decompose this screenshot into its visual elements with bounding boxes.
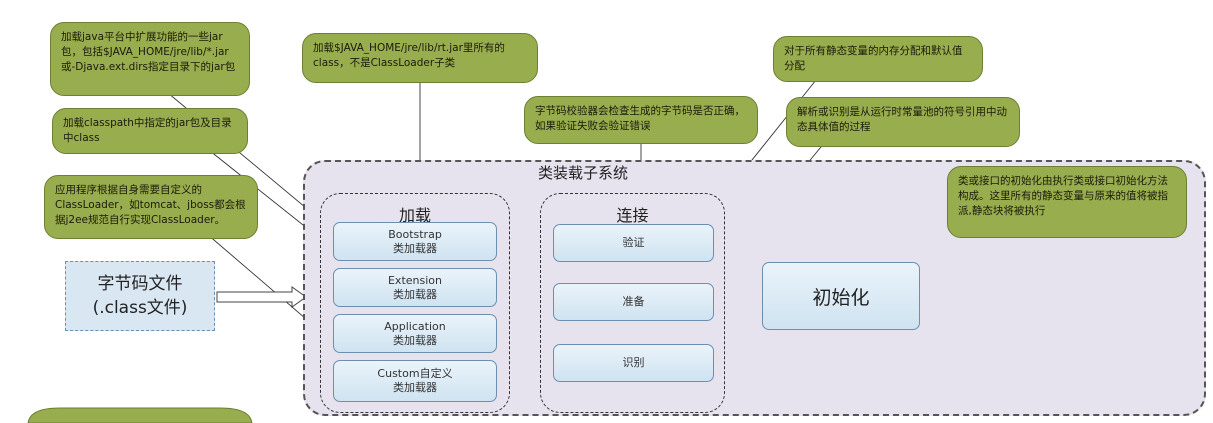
extension-loader-name: Extension	[387, 273, 442, 287]
bytecode-file-box: 字节码文件 (.class文件)	[65, 261, 215, 331]
initialization-label: 初始化	[812, 286, 870, 309]
note-bootstrap: 加载$JAVA_HOME/jre/lib/rt.jar里所有的class，不是C…	[302, 33, 538, 83]
note-prepare: 对于所有静态变量的内存分配和默认值分配	[773, 36, 983, 82]
note-application: 加载classpath中指定的jar包及目录中class	[52, 108, 248, 154]
bootstrap-loader: Bootstrap 类加载器	[333, 222, 497, 261]
application-loader-sub: 类加载器	[393, 333, 437, 347]
custom-loader: Custom自定义 类加载器	[333, 360, 497, 402]
application-loader-name: Application	[384, 319, 446, 333]
note-resolve: 解析或识别是从运行时常量池的符号引用中动态具体值的过程	[786, 97, 1020, 147]
note-verify: 字节码校验器会检查生成的字节码是否正确，如果验证失败会验证错误	[524, 96, 758, 144]
loading-title: 加载	[398, 206, 431, 225]
note-extension: 加载java平台中扩展功能的一些jar包，包括$JAVA_HOME/jre/li…	[50, 22, 250, 96]
linking-title: 连接	[616, 206, 649, 225]
note-bottom-bubble	[27, 407, 253, 423]
extension-loader: Extension 类加载器	[333, 268, 497, 307]
custom-loader-sub: 类加载器	[393, 381, 437, 394]
note-init: 类或接口的初始化由执行类或接口初始化方法构成。这里所有的静态变量与原来的值将被指…	[947, 166, 1187, 238]
bytecode-file-label: 字节码文件	[97, 274, 183, 294]
prepare-label: 准备	[622, 295, 645, 308]
extension-loader-sub: 类加载器	[393, 287, 437, 301]
prepare-step: 准备	[553, 283, 714, 321]
custom-loader-name: Custom自定义	[377, 367, 453, 380]
verify-label: 验证	[622, 236, 645, 249]
resolve-step: 识别	[553, 344, 714, 382]
resolve-label: 识别	[622, 356, 645, 369]
initialization-box: 初始化	[762, 262, 920, 330]
bootstrap-loader-sub: 类加载器	[393, 241, 437, 255]
bytecode-file-sublabel: (.class文件)	[92, 298, 188, 318]
arrow-source-to-loading	[216, 286, 307, 308]
linking-group	[540, 193, 725, 413]
verify-step: 验证	[553, 224, 714, 262]
subsystem-title: 类装载子系统	[537, 164, 628, 182]
application-loader: Application 类加载器	[333, 314, 497, 353]
bootstrap-loader-name: Bootstrap	[388, 227, 442, 241]
note-custom: 应用程序根据自身需要自定义的ClassLoader，如tomcat、jboss都…	[44, 175, 258, 239]
loading-group	[320, 193, 510, 413]
